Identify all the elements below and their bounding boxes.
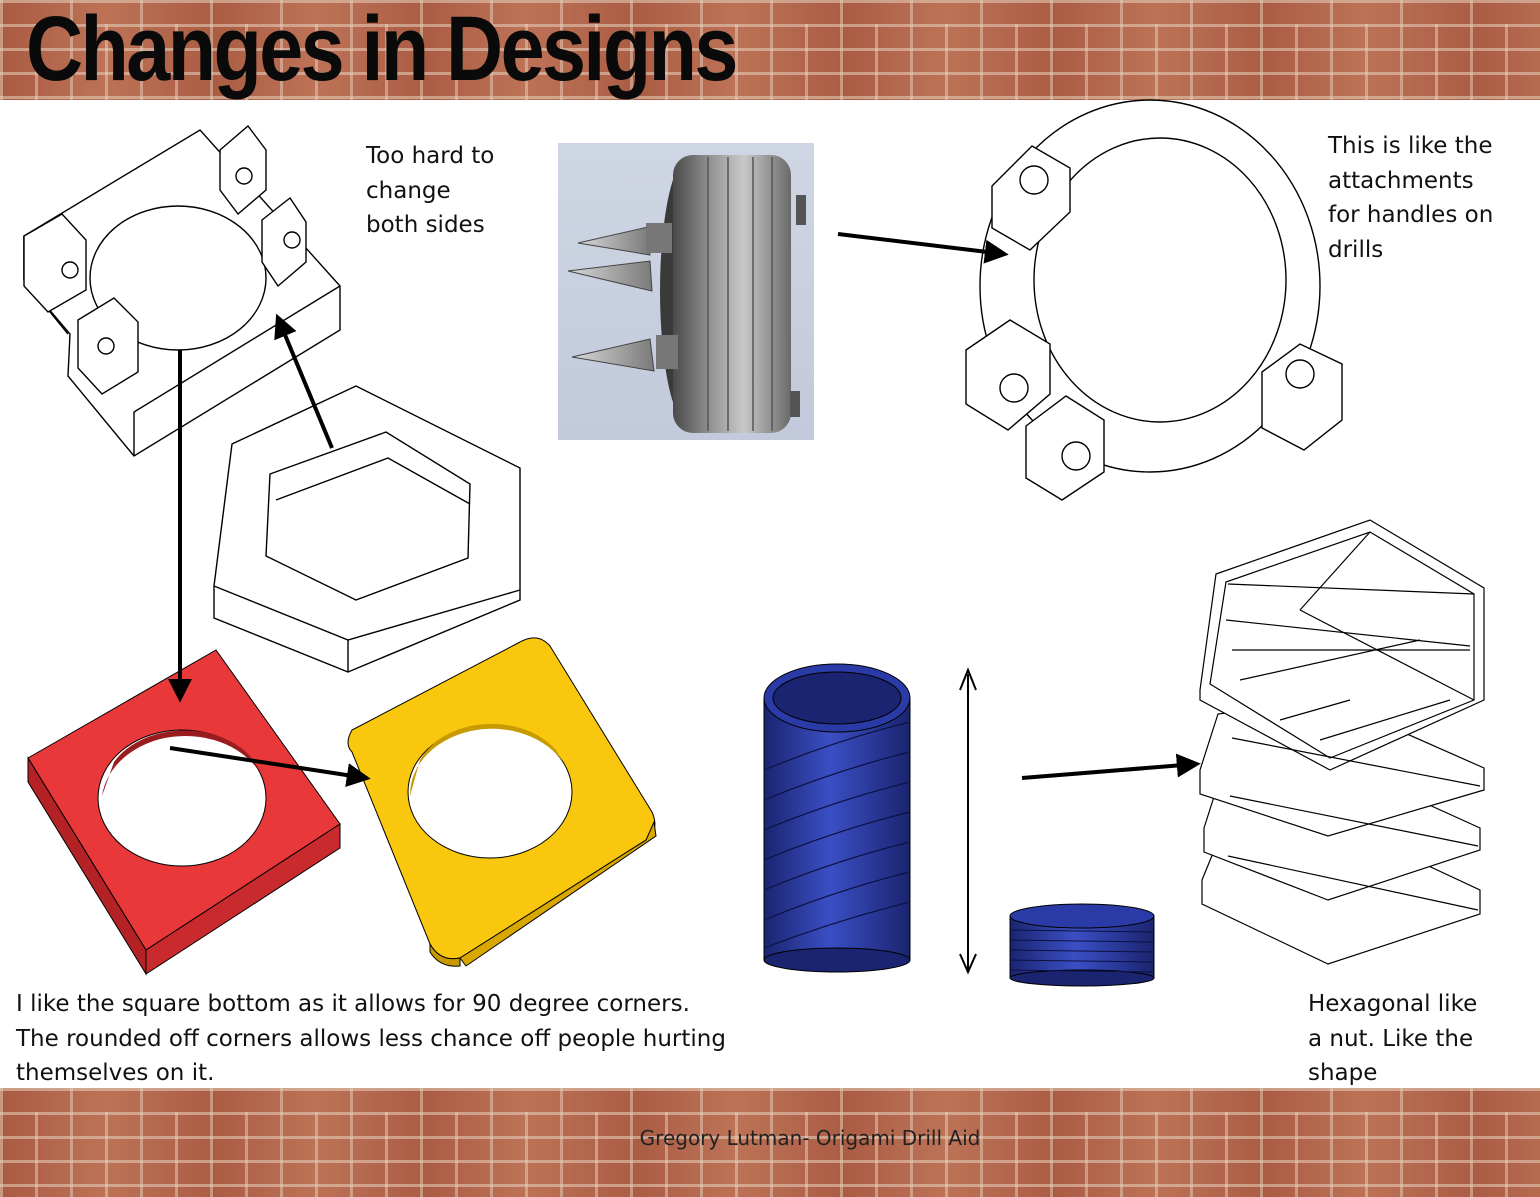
- drill-aid-render-graphic: [567, 155, 806, 433]
- double-arrow-icon: [959, 667, 977, 975]
- hex-nut-drawing: [213, 385, 521, 673]
- blue-compressed-disk: [1009, 903, 1155, 987]
- drill-aid-render-image: [558, 143, 814, 440]
- footer-credit: Gregory Lutman- Origami Drill Aid: [639, 1126, 981, 1150]
- red-square-piece: [27, 649, 341, 976]
- blue-spiral-cylinder: [763, 663, 911, 973]
- note-hexagonal: Hexagonal like a nut. Like the shape: [1308, 991, 1478, 1086]
- brick-header-band: [0, 0, 1540, 100]
- note-too-hard: Too hard to change both sides: [366, 143, 495, 238]
- square-clamp-drawing: [23, 124, 341, 457]
- note-handles: This is like the attachments for handles…: [1328, 133, 1494, 263]
- arrow-icon: [168, 232, 1201, 787]
- page-title: Changes in Designs: [26, 0, 738, 100]
- note-square-bottom: I like the square bottom as it allows fo…: [16, 991, 726, 1086]
- hexagonal-origami-tube-drawing: [1199, 519, 1485, 965]
- brick-footer-band: [0, 1088, 1540, 1197]
- brick-texture: [35, 24, 1540, 100]
- brick-texture: [35, 1112, 1540, 1197]
- yellow-rounded-piece: [347, 637, 657, 967]
- handle-attachment-ring-drawing: [965, 99, 1343, 501]
